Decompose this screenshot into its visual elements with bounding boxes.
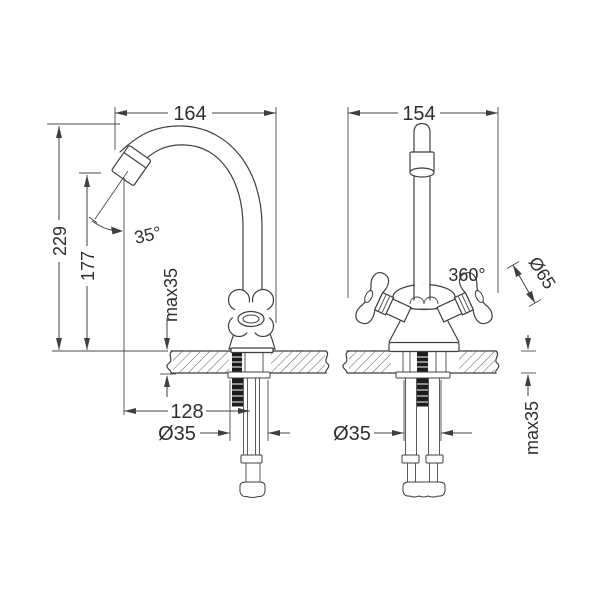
cross-handle-left <box>355 272 412 325</box>
hose-collar <box>240 454 263 464</box>
dim-max-deck-right: max35 <box>521 335 542 455</box>
dim-max-deck-left: max35 <box>160 268 181 397</box>
front-deck <box>342 350 500 374</box>
aerator-outlet <box>409 167 435 178</box>
dim-label-360: 360° <box>448 265 485 285</box>
dim-label-o35-right: Ø35 <box>333 423 371 445</box>
dim-label-max35-left: max35 <box>161 268 181 322</box>
deck-hatch <box>459 351 495 373</box>
hose-nuts <box>402 481 446 498</box>
dim-label-35deg: 35° <box>132 223 163 248</box>
dim-overall-width: 154 <box>347 103 499 298</box>
dim-label-229: 229 <box>50 226 70 256</box>
dim-label-128: 128 <box>170 401 203 423</box>
handle-cap <box>474 289 484 304</box>
dim-shank-dia-left: Ø35 <box>158 380 290 445</box>
front-spout <box>392 122 456 311</box>
cross-handle-right <box>436 272 493 325</box>
handle-cap <box>364 289 374 304</box>
deck-hatch <box>349 351 391 373</box>
hose-collar <box>401 454 420 464</box>
front-underdeck <box>395 352 451 498</box>
base-plate <box>230 347 274 354</box>
dim-spout-angle: 35° <box>88 178 163 415</box>
dim-label-177: 177 <box>78 251 98 281</box>
deck-hatch <box>271 351 325 373</box>
handle-hub-inner <box>242 314 260 324</box>
aerator <box>111 145 152 186</box>
dim-label-o35-left: Ø35 <box>158 423 196 445</box>
hose-collar <box>425 454 444 464</box>
mounting-washer <box>395 371 451 379</box>
threaded-stud-lower <box>417 378 428 407</box>
dim-label-164: 164 <box>173 103 206 125</box>
deck-torn-edge <box>325 350 330 374</box>
dim-base-diameter: Ø65 <box>506 253 560 307</box>
side-deck <box>166 350 330 374</box>
deck-torn-edge <box>166 350 174 374</box>
mounting-washer <box>227 371 271 379</box>
base-flange <box>388 341 460 353</box>
dim-overall-height: 229 <box>47 123 120 350</box>
dim-tip-to-center: 128 <box>124 401 250 423</box>
dim-spout-reach: 164 <box>114 103 277 323</box>
dim-spout-height: 177 <box>78 172 101 350</box>
supply-hoses <box>405 378 440 455</box>
side-underdeck <box>227 352 271 498</box>
front-view: 154 360° Ø65 max35 <box>333 103 560 498</box>
valve-domes <box>409 296 439 305</box>
threaded-stud-lower <box>232 378 243 407</box>
dim-shank-dia-right: Ø35 <box>333 380 472 445</box>
dim-label-154: 154 <box>402 103 435 125</box>
side-view: 164 229 177 35° <box>47 103 330 498</box>
hose-nut <box>239 481 266 498</box>
dim-label-o65: Ø65 <box>525 253 560 292</box>
deck-hatch <box>173 351 229 373</box>
deck-torn-edge <box>495 350 500 374</box>
dim-label-max35-right: max35 <box>522 401 542 455</box>
side-body <box>227 288 276 354</box>
deck-torn-edge <box>342 350 350 374</box>
spout-axis-line <box>94 170 129 220</box>
cross-handle-front <box>227 288 275 338</box>
side-spout <box>94 125 263 297</box>
supply-hose <box>243 378 260 455</box>
